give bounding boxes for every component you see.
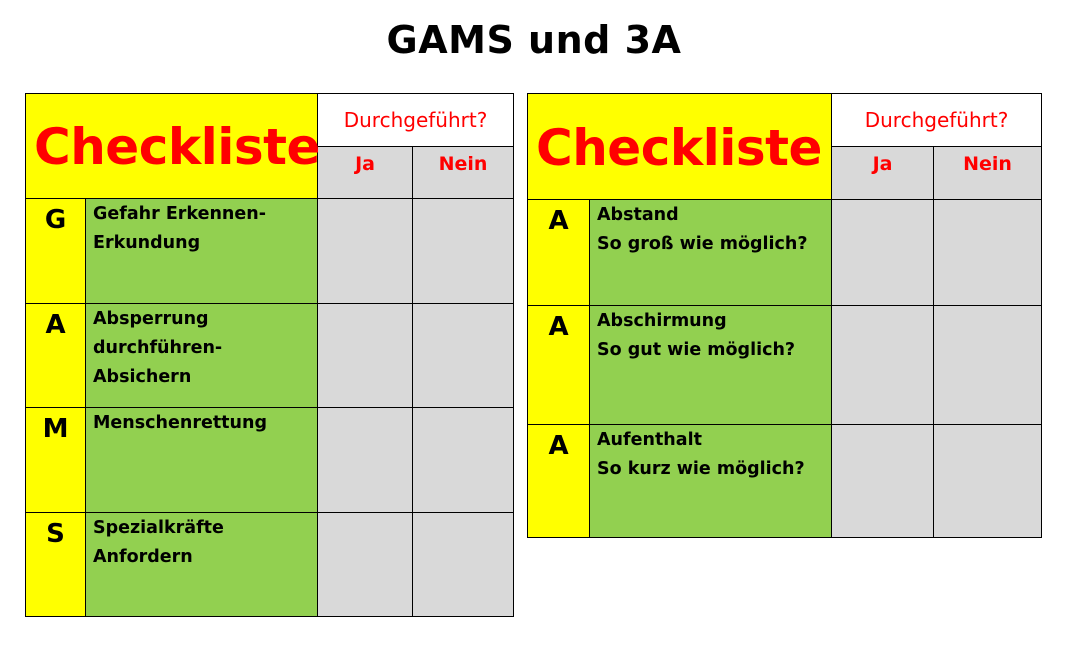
yes-check-cell[interactable]	[317, 198, 414, 304]
done-header: Durchgeführt?	[317, 93, 515, 147]
checklist-header-label: Checkliste	[34, 118, 320, 176]
yes-check-cell[interactable]	[831, 305, 935, 425]
no-check-cell[interactable]	[412, 512, 515, 617]
checklist-header-label: Checkliste	[536, 118, 822, 177]
aaa-checklist-table: Checkliste Durchgeführt? Ja Nein A Absta…	[526, 93, 1043, 538]
row-description: Abstand So groß wie möglich?	[588, 199, 833, 306]
row-description: Menschenrettung	[84, 407, 319, 513]
checklist-header: Checkliste	[526, 93, 833, 200]
yes-header: Ja	[317, 146, 414, 199]
table-row: A Aufenthalt So kurz wie möglich?	[527, 424, 1043, 538]
done-header: Durchgeführt?	[831, 93, 1043, 147]
row-letter: A	[527, 424, 590, 538]
row-description: Abschirmung So gut wie möglich?	[588, 305, 833, 425]
table-row: A Absperrung durchführen- Absichern	[25, 303, 515, 408]
row-description: Spezialkräfte Anfordern	[84, 512, 319, 617]
row-description: Gefahr Erkennen- Erkundung	[84, 198, 319, 304]
no-header: Nein	[412, 146, 515, 199]
page-title: GAMS und 3A	[386, 18, 682, 62]
row-letter: G	[25, 198, 86, 304]
no-check-cell[interactable]	[412, 198, 515, 304]
table-row: A Abstand So groß wie möglich?	[527, 199, 1043, 306]
row-letter: A	[25, 303, 86, 408]
table-row: G Gefahr Erkennen- Erkundung	[25, 198, 515, 304]
row-description: Absperrung durchführen- Absichern	[84, 303, 319, 408]
yes-header-label: Ja	[355, 153, 375, 175]
no-header-label: Nein	[438, 153, 488, 175]
yes-check-cell[interactable]	[831, 424, 935, 538]
done-header-label: Durchgeführt?	[864, 108, 1009, 132]
row-letter: M	[25, 407, 86, 513]
row-letter: A	[527, 305, 590, 425]
yes-check-cell[interactable]	[317, 407, 414, 513]
no-header-label: Nein	[963, 153, 1012, 175]
table-row: S Spezialkräfte Anfordern	[25, 512, 515, 617]
yes-header-label: Ja	[872, 153, 893, 175]
row-letter: S	[25, 512, 86, 617]
yes-check-cell[interactable]	[317, 512, 414, 617]
table-row: A Abschirmung So gut wie möglich?	[527, 305, 1043, 425]
yes-check-cell[interactable]	[831, 199, 935, 306]
gams-checklist-table: Checkliste Durchgeführt? Ja Nein G Gefah…	[24, 93, 515, 617]
no-check-cell[interactable]	[933, 199, 1043, 306]
done-header-label: Durchgeführt?	[343, 108, 488, 132]
no-check-cell[interactable]	[412, 303, 515, 408]
table-row: M Menschenrettung	[25, 407, 515, 513]
no-header: Nein	[933, 146, 1043, 200]
checklist-header: Checkliste	[24, 93, 320, 199]
row-description: Aufenthalt So kurz wie möglich?	[588, 424, 833, 538]
no-check-cell[interactable]	[933, 424, 1043, 538]
no-check-cell[interactable]	[412, 407, 515, 513]
no-check-cell[interactable]	[933, 305, 1043, 425]
yes-check-cell[interactable]	[317, 303, 414, 408]
yes-header: Ja	[831, 146, 935, 200]
row-letter: A	[527, 199, 590, 306]
